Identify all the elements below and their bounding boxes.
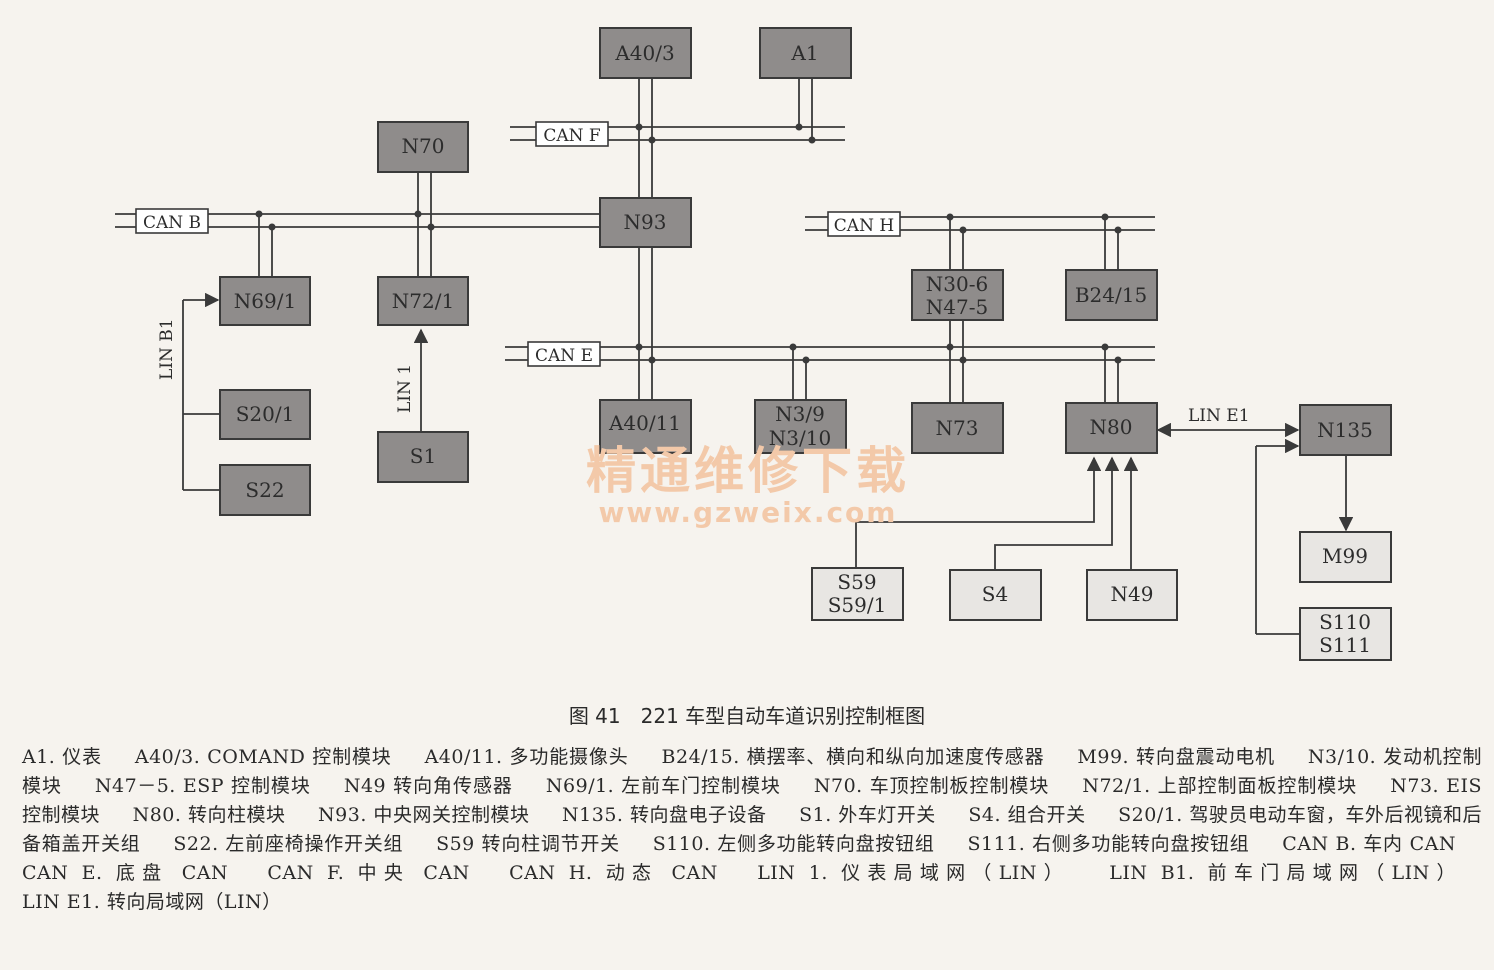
legend-item: M99. 转向盘震动电机 bbox=[1077, 746, 1275, 768]
box-n72-1: N72/1 bbox=[377, 276, 469, 326]
legend-item: S1. 外车灯开关 bbox=[799, 804, 936, 826]
legend-item: S22. 左前座椅操作开关组 bbox=[173, 833, 404, 855]
svg-text:N70: N70 bbox=[402, 134, 445, 158]
box-a1: A1 bbox=[759, 27, 852, 79]
box-a40-3: A40/3 bbox=[599, 27, 692, 79]
box-b24-15: B24/15 bbox=[1065, 269, 1158, 321]
legend-item: N80. 转向柱模块 bbox=[132, 804, 286, 826]
legend-item: N73. EIS 控制模块 bbox=[22, 775, 1482, 826]
box-m99: M99 bbox=[1299, 531, 1392, 583]
box-n73: N73 bbox=[911, 402, 1004, 454]
svg-text:S20/1: S20/1 bbox=[236, 402, 295, 426]
svg-text:S4: S4 bbox=[982, 582, 1008, 606]
legend-item: N47－5. ESP 控制模块 bbox=[94, 775, 311, 797]
can-e-label: CAN E bbox=[535, 346, 593, 366]
can-b-label: CAN B bbox=[143, 213, 201, 233]
legend-item: N49 转向角传感器 bbox=[343, 775, 513, 797]
svg-text:M99: M99 bbox=[1322, 544, 1368, 568]
lin-connections bbox=[182, 292, 1354, 635]
can-h-label: CAN H bbox=[834, 216, 894, 236]
can-f-label: CAN F bbox=[543, 126, 601, 146]
svg-text:S111: S111 bbox=[1319, 633, 1371, 657]
legend-item: A1. 仪表 bbox=[22, 746, 102, 768]
legend-item: A40/3. COMAND 控制模块 bbox=[134, 746, 392, 768]
svg-text:N47-5: N47-5 bbox=[926, 295, 988, 319]
watermark-url: www.gzweix.com bbox=[599, 496, 898, 529]
svg-text:N80: N80 bbox=[1090, 415, 1133, 439]
legend-item: N3/10. 发动机控制模块 bbox=[22, 746, 1483, 797]
svg-text:S59: S59 bbox=[837, 570, 876, 594]
box-n3-9-n3-10: N3/9 N3/10 bbox=[754, 399, 847, 454]
box-s59-s59-1: S59 S59/1 bbox=[811, 567, 904, 621]
legend-item: LIN 1. 仪表局域网（LIN） bbox=[757, 862, 1070, 884]
legend-item: S111. 右侧多功能转向盘按钮组 bbox=[967, 833, 1250, 855]
legend-item: S110. 左侧多功能转向盘按钮组 bbox=[652, 833, 935, 855]
svg-text:A1: A1 bbox=[790, 41, 818, 65]
lin-1-label: LIN 1 bbox=[395, 364, 415, 413]
legend-item: LIN B1. 前车门局域网（LIN） bbox=[1109, 862, 1456, 884]
network-diagram: CAN F CAN B CAN H CAN E bbox=[115, 27, 1392, 661]
svg-text:N135: N135 bbox=[1317, 418, 1373, 442]
svg-text:N69/1: N69/1 bbox=[234, 289, 296, 313]
bus-connections bbox=[255, 78, 1122, 403]
legend-item: CAN H. 动态 CAN bbox=[509, 862, 718, 884]
box-n70: N70 bbox=[377, 121, 469, 173]
svg-text:S1: S1 bbox=[410, 444, 436, 468]
svg-text:A40/11: A40/11 bbox=[608, 411, 681, 435]
box-s110-s111: S110 S111 bbox=[1299, 607, 1392, 661]
svg-text:S110: S110 bbox=[1319, 610, 1371, 634]
legend-item: B24/15. 横摆率、横向和纵向加速度传感器 bbox=[661, 746, 1045, 768]
lin-b1-label: LIN B1 bbox=[157, 318, 177, 380]
svg-text:N72/1: N72/1 bbox=[392, 289, 454, 313]
legend-item: S20/1. 驾驶员电动车窗，车外后视镜和后备箱盖开关组 bbox=[22, 804, 1482, 855]
box-n93: N93 bbox=[599, 197, 692, 248]
box-a40-11: A40/11 bbox=[599, 399, 692, 454]
svg-text:N3/10: N3/10 bbox=[769, 426, 831, 450]
can-h-bus: CAN H bbox=[805, 211, 1155, 237]
legend-item: N72/1. 上部控制面板控制模块 bbox=[1082, 775, 1358, 797]
legend-item: CAN B. 车内 CAN bbox=[1282, 833, 1456, 855]
svg-text:S59/1: S59/1 bbox=[828, 593, 887, 617]
box-n69-1: N69/1 bbox=[219, 276, 311, 326]
figure-legend: A1. 仪表 A40/3. COMAND 控制模块 A40/11. 多功能摄像头… bbox=[22, 743, 1482, 917]
svg-text:N30-6: N30-6 bbox=[926, 272, 988, 296]
legend-item: S4. 组合开关 bbox=[968, 804, 1086, 826]
svg-text:N93: N93 bbox=[624, 210, 667, 234]
box-s4: S4 bbox=[949, 569, 1042, 621]
legend-item: CAN E. 底盘 CAN bbox=[22, 862, 229, 884]
box-s22: S22 bbox=[219, 464, 311, 516]
box-n49: N49 bbox=[1086, 569, 1178, 621]
legend-item: CAN F. 中央 CAN bbox=[267, 862, 470, 884]
legend-item: N70. 车顶控制板控制模块 bbox=[813, 775, 1050, 797]
svg-text:N49: N49 bbox=[1111, 582, 1154, 606]
can-e-bus: CAN E bbox=[505, 341, 1155, 367]
legend-item: S59 转向柱调节开关 bbox=[436, 833, 620, 855]
box-n30-6-n47-5: N30-6 N47-5 bbox=[911, 269, 1004, 321]
legend-item: N135. 转向盘电子设备 bbox=[562, 804, 767, 826]
legend-item: N93. 中央网关控制模块 bbox=[318, 804, 530, 826]
figure-caption: 图 41 221 车型自动车道识别控制框图 bbox=[568, 704, 926, 728]
box-n80: N80 bbox=[1065, 402, 1158, 454]
svg-text:N73: N73 bbox=[936, 416, 979, 440]
svg-text:B24/15: B24/15 bbox=[1075, 283, 1147, 307]
box-n135: N135 bbox=[1299, 404, 1392, 456]
box-s20-1: S20/1 bbox=[219, 389, 311, 440]
legend-item: N69/1. 左前车门控制模块 bbox=[545, 775, 781, 797]
svg-text:N3/9: N3/9 bbox=[775, 402, 825, 426]
svg-text:S22: S22 bbox=[245, 478, 284, 502]
can-b-bus: CAN B bbox=[115, 208, 600, 234]
can-f-bus: CAN F bbox=[510, 121, 845, 147]
watermark-text: 精通维修下载 bbox=[586, 442, 910, 500]
legend-item: A40/11. 多功能摄像头 bbox=[424, 746, 629, 768]
lin-e1-label: LIN E1 bbox=[1188, 406, 1250, 426]
box-s1: S1 bbox=[377, 431, 469, 483]
watermark: 精通维修下载 www.gzweix.com bbox=[586, 442, 910, 529]
svg-text:A40/3: A40/3 bbox=[614, 41, 674, 65]
legend-item: LIN E1. 转向局域网（LIN） bbox=[22, 891, 282, 913]
